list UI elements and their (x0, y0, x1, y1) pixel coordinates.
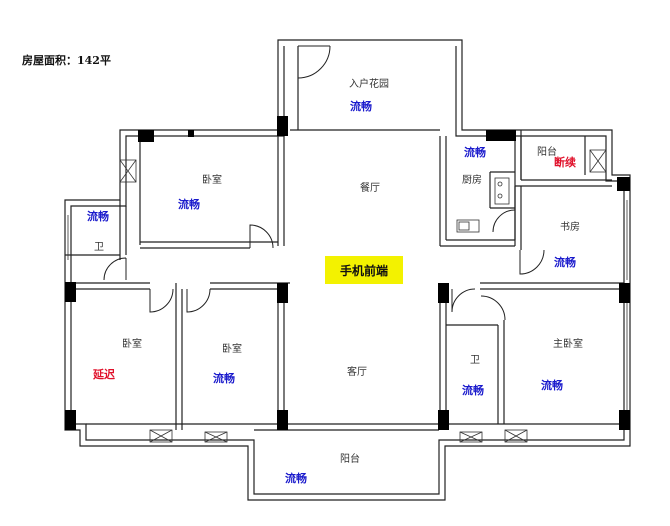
room-bath-right-status: 流畅 (462, 384, 484, 397)
room-bath-left-name: 卫 (94, 242, 104, 253)
windows (67, 149, 628, 443)
room-bath-right-name: 卫 (470, 355, 480, 366)
room-study-name: 书房 (560, 222, 580, 233)
room-garden-status: 流畅 (350, 100, 372, 113)
room-master-status: 流畅 (541, 379, 563, 392)
house-area-label: 房屋面积：142平 (22, 54, 111, 67)
room-bedroom-left-name: 卧室 (122, 339, 142, 350)
room-garden-name: 入户花园 (349, 79, 389, 90)
room-balcony-top-name: 阳台 (537, 147, 557, 158)
room-balcony-top-status: 断续 (554, 156, 576, 169)
room-kitchen-status: 流畅 (464, 146, 486, 159)
room-bedroom-top-name: 卧室 (202, 175, 222, 186)
room-kitchen-name: 厨房 (462, 175, 482, 186)
columns (65, 116, 630, 430)
door-swings (103, 45, 545, 321)
room-bedroom-mid-status: 流畅 (213, 372, 235, 385)
room-bath-left-status: 流畅 (87, 210, 109, 223)
room-bedroom-left-status: 延迟 (93, 368, 115, 381)
room-balcony-bottom-status: 流畅 (285, 472, 307, 485)
room-master-name: 主卧室 (553, 339, 583, 350)
room-bedroom-top-status: 流畅 (178, 198, 200, 211)
room-study-status: 流畅 (554, 256, 576, 269)
room-living-name: 客厅 (347, 367, 367, 378)
kitchen-fixtures (456, 177, 510, 233)
room-balcony-bottom-name: 阳台 (340, 454, 360, 465)
room-bedroom-mid-name: 卧室 (222, 344, 242, 355)
room-dining-name: 餐厅 (360, 183, 380, 194)
walls (64, 39, 631, 501)
phone-frontend-marker: 手机前端 (325, 256, 403, 284)
